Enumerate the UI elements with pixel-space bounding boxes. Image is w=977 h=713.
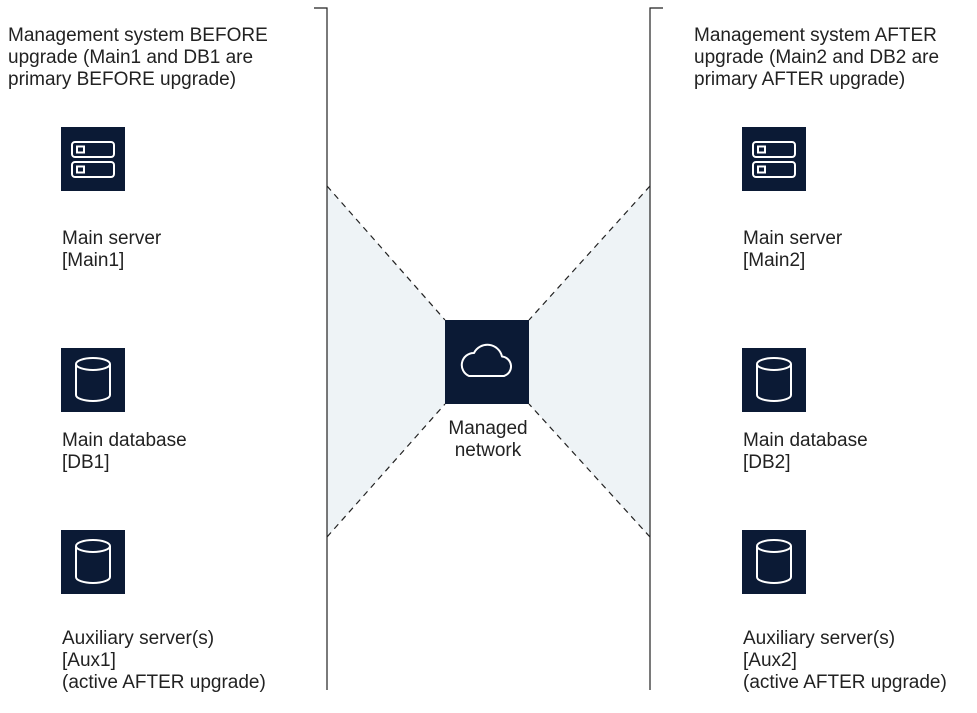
left-system-title: Management system BEFORE upgrade (Main1 … (8, 25, 268, 90)
left-auxiliary-label: Auxiliary server(s) [Aux1] (active AFTER… (62, 628, 266, 693)
managed-network-label: Managed network (448, 418, 528, 461)
right-main-server-label: Main server [Main2] (743, 228, 843, 271)
server-icon (742, 127, 806, 191)
right-main-database-label: Main database [DB2] (743, 430, 868, 473)
left-panel-border (314, 7, 328, 690)
cloud-icon (445, 320, 529, 404)
right-lower-dashed-link (528, 403, 651, 538)
database-icon (742, 530, 806, 594)
left-upper-dashed-link (326, 185, 446, 321)
right-connection-area (529, 186, 650, 537)
right-system-title: Management system AFTER upgrade (Main2 a… (694, 25, 940, 90)
right-auxiliary-label: Auxiliary server(s) [Aux2] (active AFTER… (743, 628, 947, 693)
database-icon (61, 530, 125, 594)
right-upper-dashed-link (528, 185, 651, 321)
database-icon (742, 348, 806, 412)
left-connection-area (327, 186, 445, 537)
right-panel-border (649, 7, 663, 690)
left-main-server-label: Main server [Main1] (62, 228, 162, 271)
server-icon (61, 127, 125, 191)
left-main-database-label: Main database [DB1] (62, 430, 187, 473)
database-icon (61, 348, 125, 412)
left-lower-dashed-link (326, 403, 446, 538)
